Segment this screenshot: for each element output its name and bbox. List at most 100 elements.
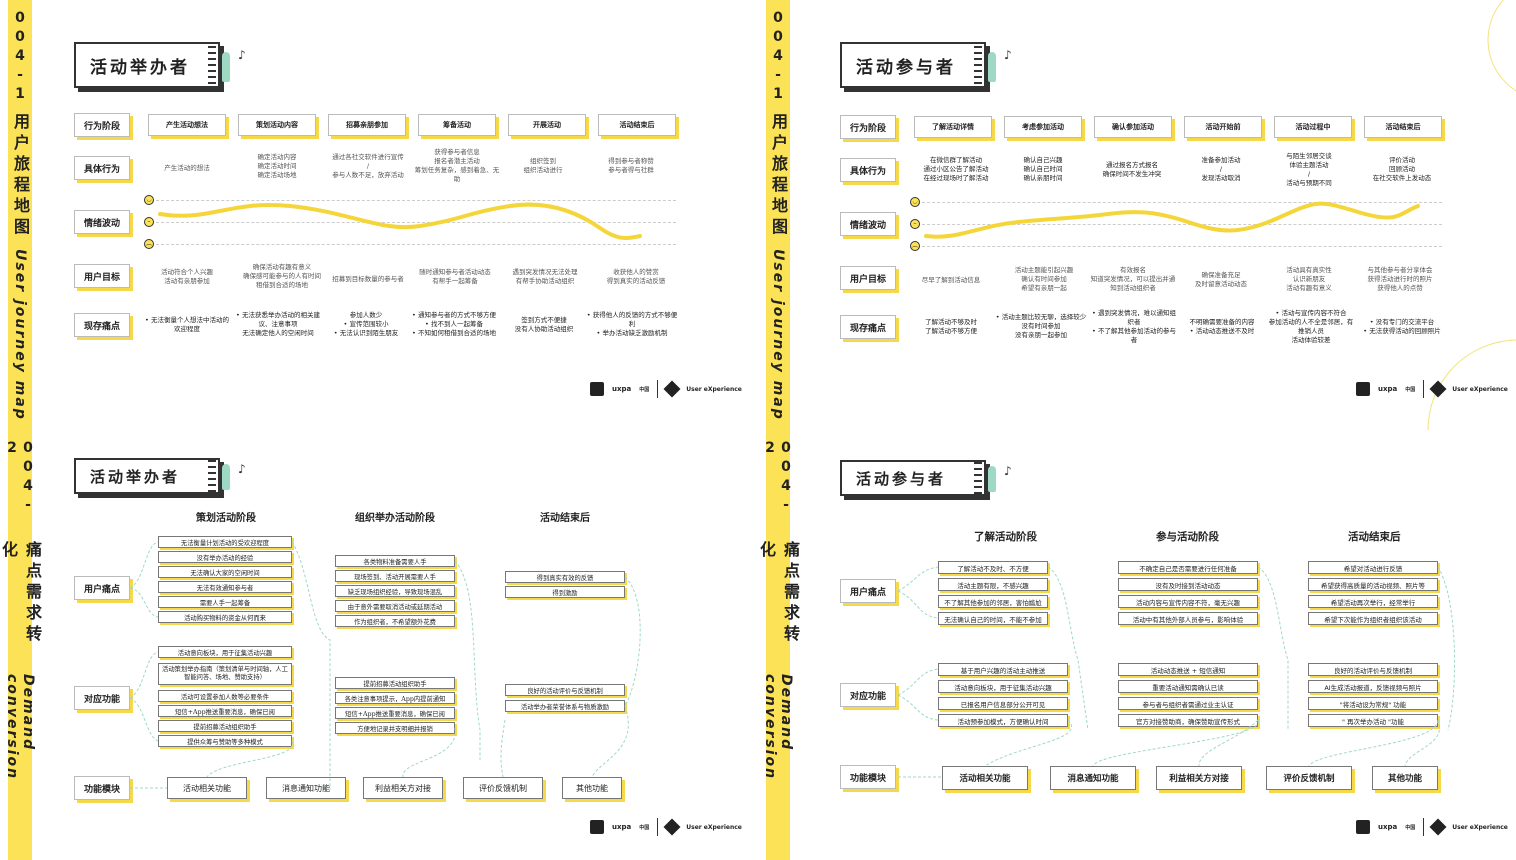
notebook-rings-decoration [974, 46, 982, 84]
function-item: 参与者与组织者需通过业主认证 [1118, 697, 1258, 710]
function-item: AI生成活动报道，反馈视频与照片 [1308, 680, 1438, 693]
row-label-pain: 用户痛点 [840, 579, 896, 603]
footer-logos: uxpa 中国 User eXperience [1356, 818, 1508, 836]
pain-item: 没有举办活动的经验 [158, 551, 292, 563]
pain-item: 活动内容与宣传内容不符，毫无兴趣 [1118, 595, 1258, 608]
pain-item: 活动主题有限，不感兴趣 [938, 578, 1048, 591]
stage-label: 产生活动想法 [148, 114, 226, 136]
row-label-module: 功能模块 [840, 765, 896, 789]
behavior-cell: 得到参与者称赞 参与者得与社群 [608, 157, 654, 175]
uxpa-logo-icon [1356, 820, 1370, 834]
emotion-guide-line [922, 246, 1442, 247]
pain-cell: 了解活动不够及时 了解活动不够方便 [925, 318, 977, 336]
goal-cell: 活动主题能引起兴趣 确认有时间参加 希望有亲朋一起 [1014, 266, 1074, 293]
tree-icon [988, 52, 996, 82]
notebook-rings-decoration [974, 462, 982, 494]
row-label-module: 功能模块 [74, 776, 130, 800]
demand-conversion-organizer-panel: 004-2 痛点需求转化 Demand conversion 活动举办者 ♪ 策… [0, 430, 758, 860]
function-item: " 再次举办活动 "功能 [1308, 714, 1438, 727]
emotion-guide-line [922, 202, 1442, 203]
emotion-guide-line [922, 224, 1442, 225]
pain-item: 缺乏现场组织经验，导致现场混乱 [335, 585, 455, 597]
neutral-face-icon: – [144, 217, 154, 227]
function-item: 活动策划举办指南（策划清单与时间轴，人工智能问答、场地、赞助支持） [158, 663, 292, 685]
behavior-cell: 在微信群了解活动 通过小区公告了解活动 在经过现场时了解活动 [923, 156, 989, 183]
goal-cell: 招募到目标数量的参与者 [332, 275, 404, 283]
phase-heading: 活动结束后 [540, 513, 590, 524]
sad-face-icon: ︵ [144, 239, 154, 249]
music-note-icon: ♪ [1004, 464, 1012, 478]
logo-separator [1423, 818, 1425, 836]
module-box: 消息通知功能 [266, 777, 346, 799]
phase-heading: 活动结束后 [1348, 531, 1401, 543]
sidebar-banner: 004-2 痛点需求转化 Demand conversion [0, 430, 42, 860]
tree-icon [222, 52, 230, 82]
sidebar-title-en: Demand conversion [4, 674, 36, 781]
stage-label: 筹备活动 [418, 114, 496, 136]
function-item: 官方对接赞助商，确保赞助宣传形式 [1118, 714, 1258, 727]
function-item: 活动动态推送 + 短信通知 [1118, 663, 1258, 676]
sidebar-title-zh: 痛点需求转化 [758, 540, 800, 646]
pain-item: 需要人手一起筹备 [158, 596, 292, 608]
row-label-function: 对应功能 [840, 683, 896, 707]
phase-heading: 了解活动阶段 [974, 531, 1037, 543]
function-item: 已报名用户信息部分公开可见 [938, 697, 1068, 710]
stage-label: 活动结束后 [1364, 116, 1442, 138]
emotion-guide-line [156, 200, 676, 201]
pain-cell: • 无法衡量个人想法中活动的欢迎程度 [145, 316, 229, 334]
goal-cell: 有效报名 知道突发情况，可以提出并通知到活动组织者 [1090, 266, 1176, 293]
behavior-cell: 组织签到 组织活动进行 [523, 157, 563, 175]
module-box: 其他功能 [562, 777, 622, 799]
function-item: "将活动设为常规" 功能 [1308, 697, 1438, 710]
emotion-guide-line [156, 244, 676, 245]
stage-label: 开展活动 [508, 114, 586, 136]
pain-item: 希望对活动进行反馈 [1308, 561, 1438, 574]
pain-item: 得到激励 [505, 586, 625, 598]
function-item: 提供众筹与赞助等多种模式 [158, 735, 292, 747]
function-item: 短信+App推送重要消息，确保已阅 [158, 705, 292, 717]
row-label-pain: 现存痛点 [74, 313, 130, 337]
function-item: 各类注意事项提示，App内提前通知 [335, 692, 455, 704]
uxpa-logo-text: uxpa [1378, 823, 1398, 831]
phase-heading: 策划活动阶段 [196, 513, 256, 524]
uxpa-logo-text: uxpa [612, 823, 632, 831]
stage-label: 考虑参加活动 [1004, 116, 1082, 138]
function-item: 良好的活动评价与反馈机制 [505, 684, 625, 696]
stage-label: 招募亲朋参加 [328, 114, 406, 136]
row-label-pain: 现存痛点 [840, 315, 896, 339]
page-title: 活动举办者 [74, 42, 220, 88]
notebook-rings-decoration [208, 460, 216, 492]
sidebar-title-zh: 痛点需求转化 [0, 540, 42, 646]
behavior-cell: 确认自己兴趣 确认自己时间 确认亲朋时间 [1023, 156, 1063, 183]
tree-icon [222, 464, 230, 490]
tree-icon [988, 466, 996, 492]
pain-cell: • 活动与宣传内容不符合 参加活动的人不全是邻居，有推销人员 活动体验较差 [1268, 309, 1354, 345]
ux-logo-icon [663, 380, 681, 398]
stage-label: 活动结束后 [598, 114, 676, 136]
goal-cell: 确保活动有趣有意义 确保感可能参与的人有时间 租借到合适的场地 [243, 263, 321, 290]
row-label-emotion: 情绪波动 [74, 210, 130, 234]
pain-item: 活动购买物料的资金从何而来 [158, 611, 292, 623]
sidebar-banner: 004-2 痛点需求转化 Demand conversion [758, 430, 800, 860]
music-note-icon: ♪ [238, 462, 246, 476]
pain-item: 现场签到、活动开展需要人手 [335, 570, 455, 582]
stage-label: 策划活动内容 [238, 114, 316, 136]
uxpa-logo-sup: 中国 [639, 824, 650, 831]
music-note-icon: ♪ [1004, 48, 1012, 62]
row-label-behavior: 具体行为 [74, 156, 130, 180]
happy-face-icon: ◡ [144, 195, 154, 205]
function-item: 提前招募活动组织助手 [335, 677, 455, 689]
goal-cell: 活动具有真实性 认识新朋友 活动有趣有意义 [1286, 266, 1332, 293]
module-box: 评价反馈机制 [463, 777, 543, 799]
sidebar-title-en: User journey map [12, 249, 28, 421]
pain-cell: 参加人数少 • 宣传范围较小 • 无法认识到陌生朋友 [333, 311, 399, 338]
ux-logo-text: User eXperience [686, 823, 742, 831]
footer-logos: uxpa 中国 User eXperience [590, 380, 742, 398]
row-label-stage: 行为阶段 [840, 115, 896, 139]
behavior-cell: 通过各社交软件进行宣传 / 参与人数不足，放弃活动 [332, 153, 404, 180]
row-label-emotion: 情绪波动 [840, 212, 896, 236]
function-item: 重要活动通知需确认已读 [1118, 680, 1258, 693]
goal-cell: 确保准备充足 及时留意活动动态 [1195, 271, 1247, 289]
ux-logo-text: User eXperience [686, 385, 742, 393]
goal-cell: 遇到突发情况无法处理 有帮手协助活动组织 [512, 268, 578, 286]
